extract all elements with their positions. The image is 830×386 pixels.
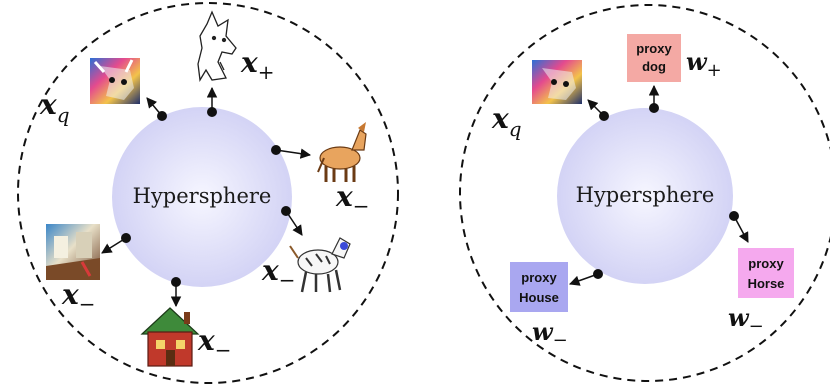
cartoon-zebra-image (289, 237, 351, 293)
proxy-horse-line2: Horse (748, 276, 785, 291)
left-outer-boundary (17, 2, 399, 384)
proxy-dog-line2: dog (642, 59, 666, 74)
proxy-house-box: proxy House (510, 262, 568, 312)
left-label-xminus-house: x− (197, 324, 231, 362)
left-arrow-xq (146, 97, 163, 117)
street-painting-image (46, 224, 100, 280)
horse-cartoon-image (317, 122, 367, 182)
right-arrow-horse (733, 215, 749, 243)
sketch-dog-image (197, 10, 237, 82)
left-arrow-horse (275, 148, 312, 159)
left-label-xplus: x+ (240, 46, 274, 84)
left-label-xminus-zebra: x− (261, 254, 295, 292)
left-label-xminus-horse: x− (335, 180, 369, 218)
left-panel: Hypersphere (17, 2, 399, 384)
right-label-wminus-horse: w− (728, 303, 764, 337)
left-hypersphere (112, 107, 292, 287)
query-dog-image (90, 58, 140, 104)
right-query-dog-image (532, 60, 582, 104)
left-arrow-street (101, 237, 127, 254)
house-cartoon-image (140, 307, 200, 367)
left-arrow-zebra (285, 210, 303, 236)
proxy-dog-box: proxy dog (627, 34, 681, 82)
right-outer-boundary (459, 4, 830, 382)
right-label-xq: xq (491, 102, 522, 141)
proxy-dog-line1: proxy (636, 41, 672, 56)
proxy-horse-line1: proxy (748, 256, 784, 271)
left-label-xq: xq (39, 88, 70, 127)
right-label-wminus-house: w− (532, 317, 568, 351)
left-hypersphere-label: Hypersphere (133, 184, 272, 208)
right-hypersphere (557, 108, 733, 284)
right-embedding-arrows (569, 84, 749, 286)
right-arrow-house (569, 273, 599, 286)
right-label-wplus: w+ (686, 47, 722, 81)
right-hypersphere-label: Hypersphere (576, 183, 715, 207)
left-label-xminus-street: x− (61, 278, 95, 316)
proxy-house-line1: proxy (521, 270, 557, 285)
proxy-horse-box: proxy Horse (738, 248, 794, 298)
proxy-house-line2: House (519, 290, 559, 305)
left-embedding-arrows (101, 86, 312, 308)
right-panel: Hypersphere proxy dog proxy (459, 4, 830, 382)
right-arrow-xq (587, 99, 605, 117)
